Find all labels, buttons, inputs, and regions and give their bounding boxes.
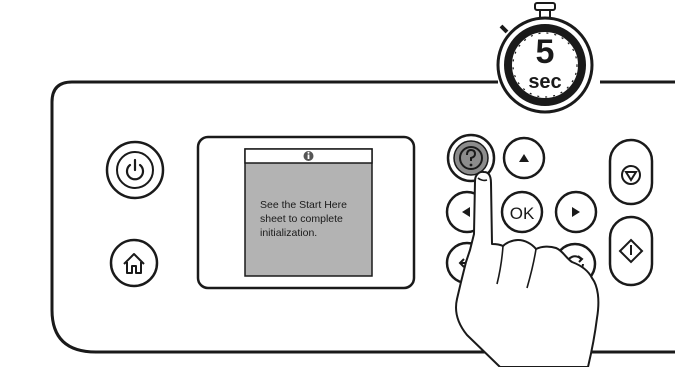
screen-message-line-1: See the Start Here (260, 199, 347, 211)
stop-button[interactable] (610, 140, 652, 204)
up-button[interactable] (504, 138, 544, 178)
power-button[interactable] (107, 142, 163, 198)
ok-label: OK (510, 204, 535, 223)
screen-message-line-2: sheet to complete (260, 213, 343, 225)
stopwatch-icon: 5 sec (498, 3, 592, 112)
timer-number: 5 (536, 33, 555, 71)
timer-unit: sec (528, 71, 561, 93)
home-button[interactable] (111, 240, 157, 286)
ok-button[interactable]: OK (502, 192, 542, 232)
lcd-screen: See the Start Here sheet to complete ini… (198, 137, 414, 288)
start-button[interactable] (610, 217, 652, 285)
info-icon (304, 151, 314, 161)
screen-message-line-3: initialization. (260, 227, 317, 239)
right-button[interactable] (556, 192, 596, 232)
